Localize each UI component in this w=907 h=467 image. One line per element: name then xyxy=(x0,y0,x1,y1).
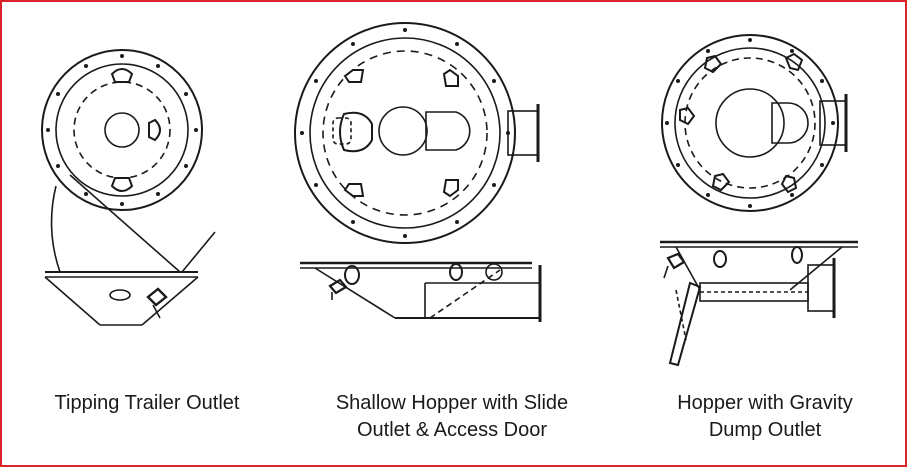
gravity-top-view xyxy=(661,34,848,212)
gravity-dump-drawing xyxy=(660,34,858,367)
caption-line: Outlet & Access Door xyxy=(356,419,548,441)
shallow-top-view xyxy=(294,22,540,244)
shallow-hopper-drawing xyxy=(294,22,542,322)
gravity-side-view xyxy=(660,240,858,367)
caption-gravity-dump-hopper: Hopper with Gravity Dump Outlet xyxy=(640,390,890,444)
shallow-side-view xyxy=(300,261,542,322)
caption-line: Dump Outlet xyxy=(708,419,822,441)
flange-bolt-holes xyxy=(300,28,510,238)
caption-shallow-hopper: Shallow Hopper with Slide Outlet & Acces… xyxy=(287,390,617,444)
tipping-top-view xyxy=(41,49,203,211)
flange-bolt-holes xyxy=(665,38,835,208)
flange-bolt-holes xyxy=(46,54,198,206)
tipping-trailer-drawing xyxy=(41,49,216,326)
caption-line: Shallow Hopper with Slide xyxy=(335,392,569,414)
tipping-side-view xyxy=(44,174,216,326)
caption-tipping-trailer-outlet: Tipping Trailer Outlet xyxy=(12,390,282,417)
caption-line: Hopper with Gravity xyxy=(677,392,853,414)
caption-line: Tipping Trailer Outlet xyxy=(54,392,240,414)
